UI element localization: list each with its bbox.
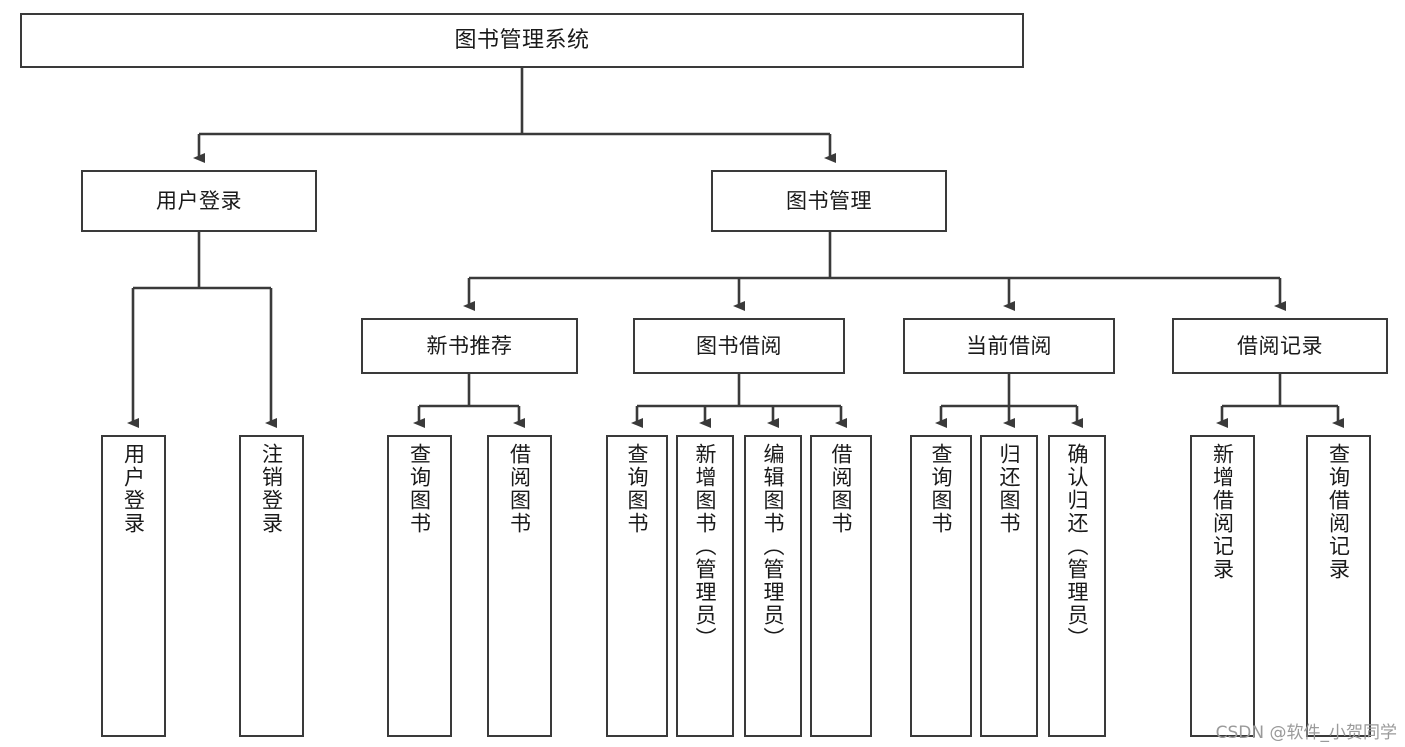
node-label: 借阅图书 <box>829 443 854 535</box>
node-root-system[interactable]: 图书管理系统 <box>20 13 1024 68</box>
node-current-borrow[interactable]: 当前借阅 <box>903 318 1115 374</box>
leaf-new-books-borrow[interactable]: 借阅图书 <box>487 435 552 737</box>
leaf-user-login-signout[interactable]: 注销登录 <box>239 435 304 737</box>
node-label: 编辑图书（管理员） <box>761 443 786 650</box>
node-borrow-records[interactable]: 借阅记录 <box>1172 318 1388 374</box>
node-label: 图书管理系统 <box>454 27 590 53</box>
leaf-records-query-record[interactable]: 查询借阅记录 <box>1306 435 1371 737</box>
leaf-records-add-record[interactable]: 新增借阅记录 <box>1190 435 1255 737</box>
node-label: 新书推荐 <box>426 333 513 358</box>
node-book-borrow[interactable]: 图书借阅 <box>633 318 845 374</box>
node-label: 查询借阅记录 <box>1326 443 1351 581</box>
leaf-borrow-query-book[interactable]: 查询图书 <box>606 435 668 737</box>
node-label: 注销登录 <box>259 443 284 535</box>
node-book-management[interactable]: 图书管理 <box>711 170 947 232</box>
node-user-login[interactable]: 用户登录 <box>81 170 317 232</box>
leaf-borrow-add-book-admin[interactable]: 新增图书（管理员） <box>676 435 734 737</box>
node-label: 新增图书（管理员） <box>693 443 718 650</box>
node-label: 图书管理 <box>786 188 872 213</box>
node-label: 用户登录 <box>156 188 242 213</box>
node-label: 当前借阅 <box>966 333 1052 358</box>
node-new-book-recommend[interactable]: 新书推荐 <box>361 318 578 374</box>
leaf-user-login-signin[interactable]: 用户登录 <box>101 435 166 737</box>
node-label: 借阅图书 <box>507 443 532 535</box>
leaf-borrow-borrow-book[interactable]: 借阅图书 <box>810 435 872 737</box>
leaf-new-books-query[interactable]: 查询图书 <box>387 435 452 737</box>
node-label: 查询图书 <box>625 443 650 535</box>
leaf-current-return-book[interactable]: 归还图书 <box>980 435 1038 737</box>
node-label: 查询图书 <box>929 443 954 535</box>
node-label: 借阅记录 <box>1237 333 1323 358</box>
node-label: 归还图书 <box>997 443 1022 535</box>
node-label: 确认归还（管理员） <box>1065 443 1090 650</box>
leaf-current-query-book[interactable]: 查询图书 <box>910 435 972 737</box>
leaf-borrow-edit-book-admin[interactable]: 编辑图书（管理员） <box>744 435 802 737</box>
node-label: 图书借阅 <box>696 333 782 358</box>
watermark-text: CSDN @软件_小贺同学 <box>1215 723 1397 743</box>
leaf-current-confirm-return-admin[interactable]: 确认归还（管理员） <box>1048 435 1106 737</box>
node-label: 新增借阅记录 <box>1210 443 1235 581</box>
node-label: 查询图书 <box>407 443 432 535</box>
node-label: 用户登录 <box>121 443 146 535</box>
